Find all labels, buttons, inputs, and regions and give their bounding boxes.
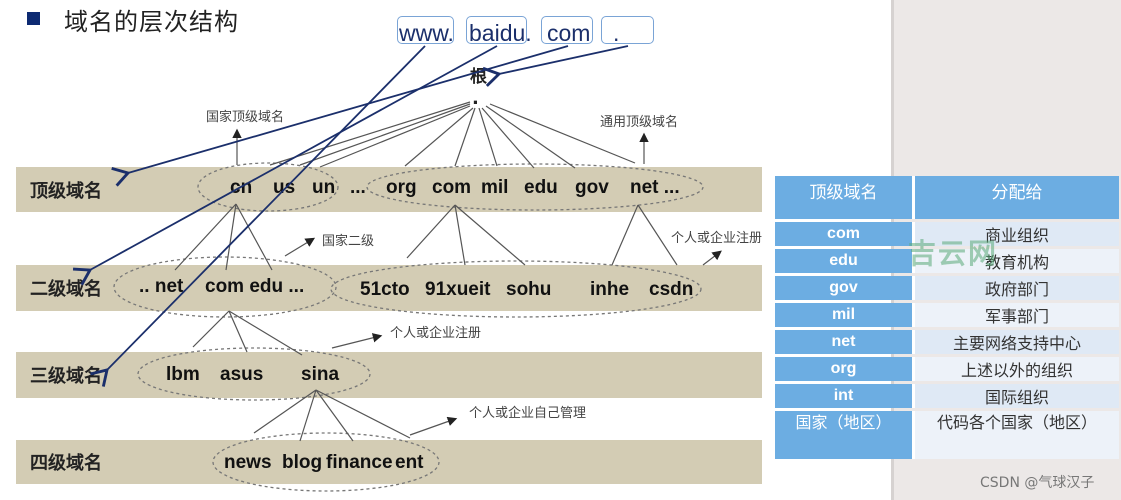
node-51cto: 51cto <box>360 279 410 300</box>
url-part-www: www. <box>399 20 454 46</box>
node-91xueit: 91xueit <box>425 279 491 300</box>
band-level-3: 三级域名 <box>16 352 762 398</box>
table-header-assigned: 分配给 <box>915 176 1119 219</box>
table-row: 国家（地区）代码各个国家（地区） <box>775 411 1119 459</box>
assigned-cell: 代码各个国家（地区） <box>915 411 1119 459</box>
node-ent: ent <box>395 452 424 473</box>
root-label: 根 <box>470 67 487 87</box>
assigned-cell: 上述以外的组织 <box>915 357 1119 381</box>
level-label: 顶级域名 <box>30 180 102 202</box>
node-lbm: lbm <box>166 364 200 385</box>
node-us: us <box>273 177 296 198</box>
tld-cell: 国家（地区） <box>775 411 915 459</box>
level-label: 三级域名 <box>30 366 102 387</box>
node-com: com <box>432 177 472 198</box>
node-finance: finance <box>326 452 393 473</box>
annotation-self-manage: 个人或企业自己管理 <box>469 406 587 421</box>
annotation-country-second: 国家二级 <box>322 234 375 249</box>
url-box-root <box>601 16 654 44</box>
table-header-tld: 顶级域名 <box>775 176 915 219</box>
tld-cell: edu <box>775 249 915 273</box>
credit-text: CSDN @气球汉子 <box>980 475 1095 491</box>
node-com-edu: com edu ... <box>205 276 305 297</box>
node-edu: edu <box>524 177 558 198</box>
node-news: news <box>224 452 272 473</box>
assigned-cell: 国际组织 <box>915 384 1119 408</box>
node-sohu: sohu <box>506 279 552 300</box>
node-sina: sina <box>301 364 340 385</box>
assigned-cell: 军事部门 <box>915 303 1119 327</box>
node-un: un <box>312 177 336 198</box>
tld-cell: mil <box>775 303 915 327</box>
url-box-com <box>541 16 593 44</box>
node-ellipsis: ... <box>350 177 366 198</box>
url-box-baidu <box>466 16 527 44</box>
level-label: 二级域名 <box>30 279 102 300</box>
tld-cell: com <box>775 222 915 246</box>
tld-cell: int <box>775 384 915 408</box>
node-csdn: csdn <box>649 279 694 300</box>
url-part-root: . <box>613 20 620 46</box>
page-title: 域名的层次结构 <box>64 8 239 36</box>
assigned-cell: 商业组织 <box>915 222 1119 246</box>
tld-cell: net <box>775 330 915 354</box>
annotation-country-tld: 国家顶级域名 <box>206 110 285 125</box>
url-part-baidu: baidu. <box>469 20 532 46</box>
tld-cell: gov <box>775 276 915 300</box>
url-box-www <box>397 16 454 44</box>
node-mil: mil <box>481 177 509 198</box>
annotation-personal-register-2: 个人或企业注册 <box>390 326 482 341</box>
level-label: 四级域名 <box>30 453 102 474</box>
tld-cell: org <box>775 357 915 381</box>
node-gov: gov <box>575 177 609 198</box>
node-net: net ... <box>630 177 680 198</box>
root-dot: . <box>472 88 479 109</box>
url-part-com: com <box>547 20 591 46</box>
node-dotnet: .. net <box>139 276 184 297</box>
node-cn: cn <box>230 177 253 198</box>
node-org: org <box>386 177 417 198</box>
annotation-personal-register-1: 个人或企业注册 <box>671 231 763 246</box>
node-asus: asus <box>220 364 264 385</box>
title-bullet-icon <box>27 12 40 25</box>
node-blog: blog <box>282 452 323 473</box>
annotation-generic-tld: 通用顶级域名 <box>600 115 679 130</box>
assigned-cell: 政府部门 <box>915 276 1119 300</box>
node-inhe: inhe <box>590 279 630 300</box>
assigned-cell: 主要网络支持中心 <box>915 330 1119 354</box>
assigned-cell: 教育机构 <box>915 249 1119 273</box>
watermark: 吉云网 <box>908 237 999 270</box>
